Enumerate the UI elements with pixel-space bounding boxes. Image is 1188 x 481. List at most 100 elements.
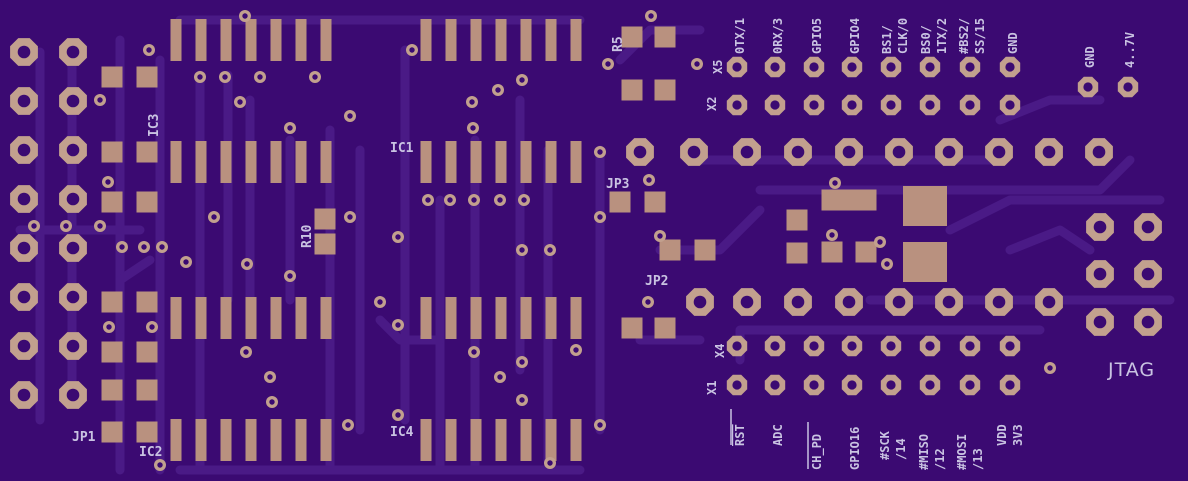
ic2-pad (170, 297, 182, 339)
ic4-pad (570, 419, 582, 461)
ic4-pad (470, 419, 482, 461)
ic2-pad (245, 297, 257, 339)
via-hole (597, 422, 603, 428)
smd-pad (136, 66, 158, 88)
ic1-pad (495, 141, 507, 183)
regulator-pad (903, 242, 947, 282)
via-hole (97, 97, 103, 103)
label-gnd-header: GND (1006, 32, 1020, 54)
ref-x2: X2 (705, 97, 719, 111)
smd-pad (101, 66, 123, 88)
ic1-pad (445, 141, 457, 183)
th-pad-hole (740, 295, 754, 309)
ic1-pad (470, 141, 482, 183)
label-jtag: JTAG (1107, 359, 1155, 381)
via-hole (884, 261, 890, 267)
trace (615, 25, 705, 65)
via-hole (495, 87, 501, 93)
ic4-pad (420, 297, 432, 339)
ic3-pad (320, 19, 332, 61)
th-pad-hole (847, 341, 857, 351)
via-hole (242, 13, 248, 19)
ic4-pad (545, 297, 557, 339)
ic1-pad (420, 141, 432, 183)
via-hole (149, 324, 155, 330)
th-pad-hole (1093, 315, 1107, 329)
th-pad-hole (66, 241, 80, 255)
th-pad-hole (17, 241, 31, 255)
smd-pad (855, 189, 877, 211)
th-pad-hole (17, 94, 31, 108)
via-hole (470, 125, 476, 131)
ic3-pad (195, 141, 207, 183)
th-pad-hole (925, 62, 935, 72)
ic3-pad (320, 141, 332, 183)
via-hole (119, 244, 125, 250)
ic1-pad (495, 19, 507, 61)
label-miso-12: /12 (933, 448, 947, 470)
th-pad-hole (992, 145, 1006, 159)
ref-ic2: IC2 (139, 445, 162, 460)
th-pad-hole (693, 295, 707, 309)
via-hole (106, 324, 112, 330)
label-0rx-3: 0RX/3 (771, 18, 785, 54)
label-0tx-1: 0TX/1 (733, 18, 747, 54)
via-hole (447, 197, 453, 203)
ic3-pad (295, 19, 307, 61)
via-hole (395, 412, 401, 418)
th-pad-hole (17, 290, 31, 304)
via-hole (469, 99, 475, 105)
via-hole (146, 47, 152, 53)
th-pad-hole (847, 380, 857, 390)
smd-pad (136, 291, 158, 313)
via-hole (597, 149, 603, 155)
th-pad-hole (1093, 220, 1107, 234)
via-hole (211, 214, 217, 220)
th-pad-hole (886, 62, 896, 72)
th-pad-hole (886, 341, 896, 351)
via-hole (31, 223, 37, 229)
th-pad-hole (740, 145, 754, 159)
ic1-pad (570, 141, 582, 183)
th-pad-hole (842, 295, 856, 309)
ic2-pad (320, 419, 332, 461)
th-pad-hole (1083, 82, 1093, 92)
copper-pads (10, 10, 1162, 471)
smd-pad (101, 421, 123, 443)
th-pad-hole (770, 380, 780, 390)
label-mosi: #MOSI (955, 434, 969, 470)
via-hole (377, 299, 383, 305)
th-pad-hole (687, 145, 701, 159)
ic3-pad (270, 141, 282, 183)
th-pad-hole (925, 380, 935, 390)
th-pad-hole (1005, 100, 1015, 110)
ic1-pad (520, 141, 532, 183)
th-pad-hole (1141, 315, 1155, 329)
label-gpio4: GPIO4 (848, 18, 862, 54)
label-bs0: BS0/ (919, 25, 933, 54)
smd-pad (838, 189, 860, 211)
ic2-pad (270, 419, 282, 461)
th-pad-hole (633, 145, 647, 159)
smd-pad (136, 141, 158, 163)
via-hole (257, 74, 263, 80)
via-hole (694, 61, 700, 67)
via-hole (519, 77, 525, 83)
ic4-pad (445, 419, 457, 461)
th-pad-hole (1042, 295, 1056, 309)
smd-pad (136, 341, 158, 363)
via-hole (347, 113, 353, 119)
ic1-pad (570, 19, 582, 61)
ic4-pad (520, 419, 532, 461)
via-hole (244, 261, 250, 267)
th-pad-hole (66, 339, 80, 353)
ic3-pad (295, 141, 307, 183)
ref-ic1: IC1 (390, 141, 414, 156)
th-pad-hole (925, 341, 935, 351)
th-pad-hole (965, 62, 975, 72)
ic3-pad (220, 19, 232, 61)
ic1-pad (520, 19, 532, 61)
smd-pad (609, 191, 631, 213)
th-pad-hole (809, 341, 819, 351)
ref-jp2: JP2 (645, 274, 668, 289)
